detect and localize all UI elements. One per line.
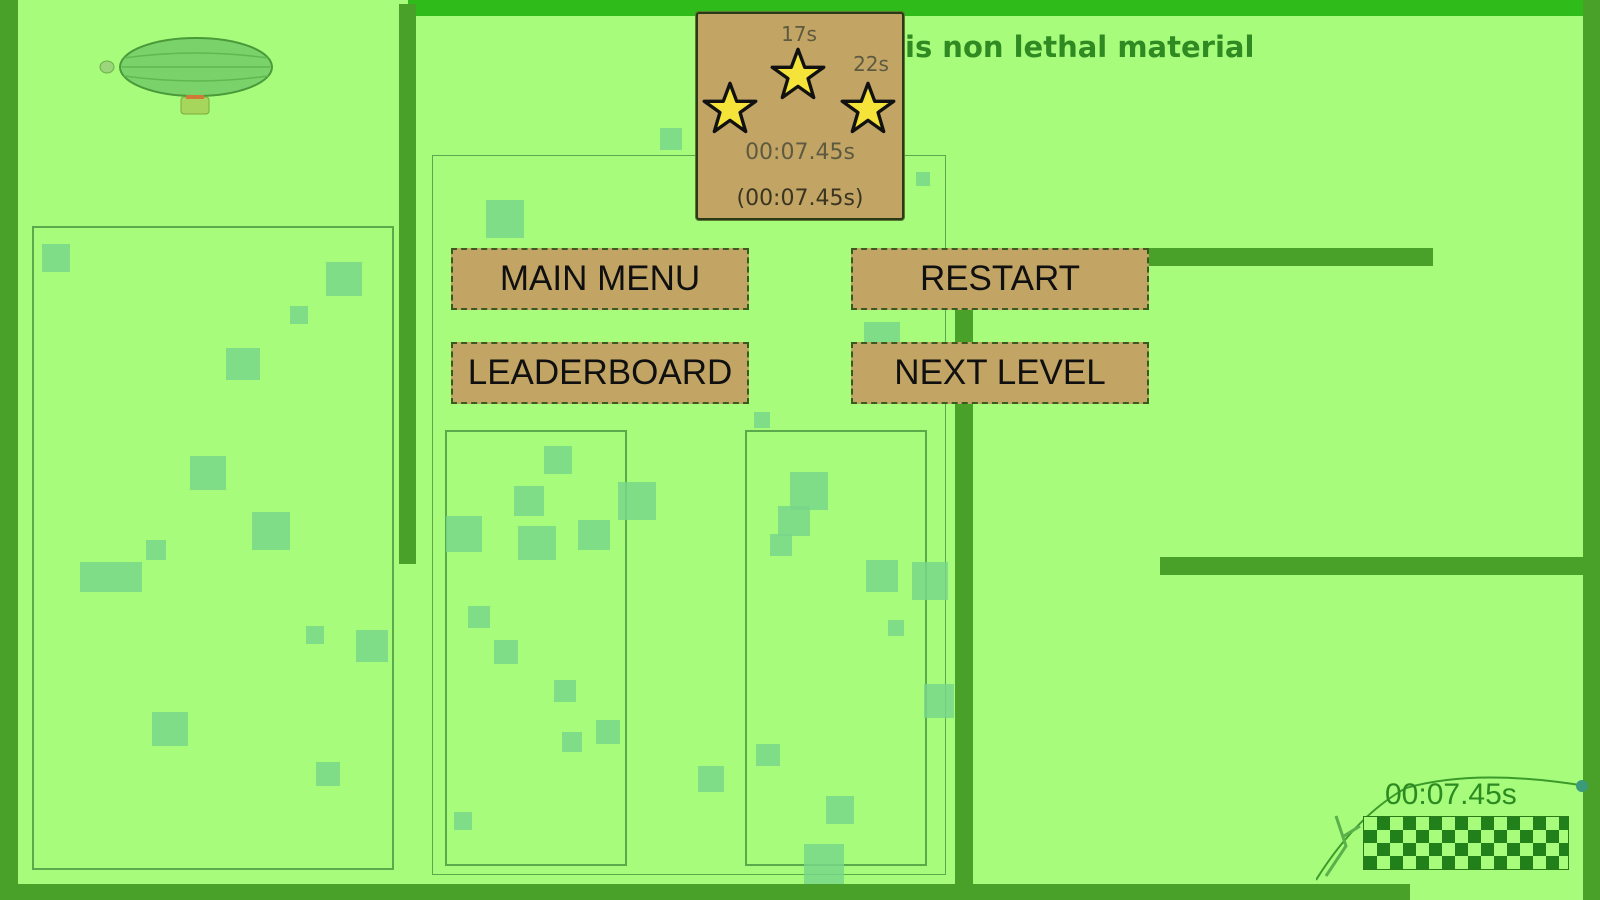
inner-wall-vertical-1 [399, 4, 416, 564]
debris-square [152, 712, 188, 746]
star-threshold-2: 22s [853, 52, 889, 76]
block-frame-center-left [445, 430, 627, 866]
debris-square [454, 812, 472, 830]
debris-square [618, 482, 656, 520]
debris-square [804, 844, 844, 884]
left-wall [0, 0, 18, 900]
debris-square [916, 172, 930, 186]
debris-square [514, 486, 544, 516]
leaderboard-button[interactable]: LEADERBOARD [451, 342, 749, 404]
inner-wall-horizontal-2 [1160, 557, 1585, 575]
debris-square [190, 456, 226, 490]
debris-square [226, 348, 260, 380]
debris-square [42, 244, 70, 272]
debris-square [596, 720, 620, 744]
debris-square [316, 762, 340, 786]
debris-square [924, 684, 954, 718]
debris-square [494, 640, 518, 664]
debris-square [486, 200, 524, 238]
debris-square [554, 680, 576, 702]
star-icon [840, 81, 896, 134]
debris-square [888, 620, 904, 636]
run-time: 00:07.45s [745, 140, 855, 165]
main-menu-button[interactable]: MAIN MENU [451, 248, 749, 310]
inner-wall-vertical-2 [955, 306, 973, 886]
debris-square [544, 446, 572, 474]
inner-wall-horizontal-1 [1145, 248, 1433, 266]
results-panel: 17s 22s 00:07.45s (00:07.45s) [696, 12, 904, 220]
finish-flag-icon [1363, 816, 1569, 870]
star-threshold-1: 17s [781, 22, 817, 46]
debris-square [756, 744, 780, 766]
debris-square [326, 262, 362, 296]
level-hint-text: is non lethal material [905, 30, 1255, 64]
debris-square [562, 732, 582, 752]
restart-button[interactable]: RESTART [851, 248, 1149, 310]
finish-timer: 00:07.45s [1385, 778, 1517, 811]
airship-icon [99, 37, 273, 115]
star-icon [702, 81, 758, 134]
block-frame-left [32, 226, 394, 870]
best-time: (00:07.45s) [736, 186, 864, 211]
debris-square [754, 412, 770, 428]
debris-square [866, 560, 898, 592]
debris-square [252, 512, 290, 550]
block-frame-center-outer [432, 155, 946, 875]
rope-line [1316, 776, 1588, 881]
debris-square [770, 534, 792, 556]
debris-square [306, 626, 324, 644]
debris-square [518, 526, 556, 560]
top-wall [408, 0, 1588, 16]
right-wall [1583, 0, 1600, 900]
debris-square [912, 562, 948, 600]
debris-square [146, 540, 166, 560]
debris-square [446, 516, 482, 552]
debris-square [356, 630, 388, 662]
debris-square [290, 306, 308, 324]
debris-square [826, 796, 854, 824]
bottom-wall [0, 884, 1410, 900]
debris-square [698, 766, 724, 792]
debris-square [80, 562, 142, 592]
debris-square [660, 128, 682, 150]
next-level-button[interactable]: NEXT LEVEL [851, 342, 1149, 404]
star-icon [770, 47, 826, 100]
debris-square [790, 472, 828, 510]
debris-square [468, 606, 490, 628]
debris-square [778, 506, 810, 536]
debris-square [578, 520, 610, 550]
